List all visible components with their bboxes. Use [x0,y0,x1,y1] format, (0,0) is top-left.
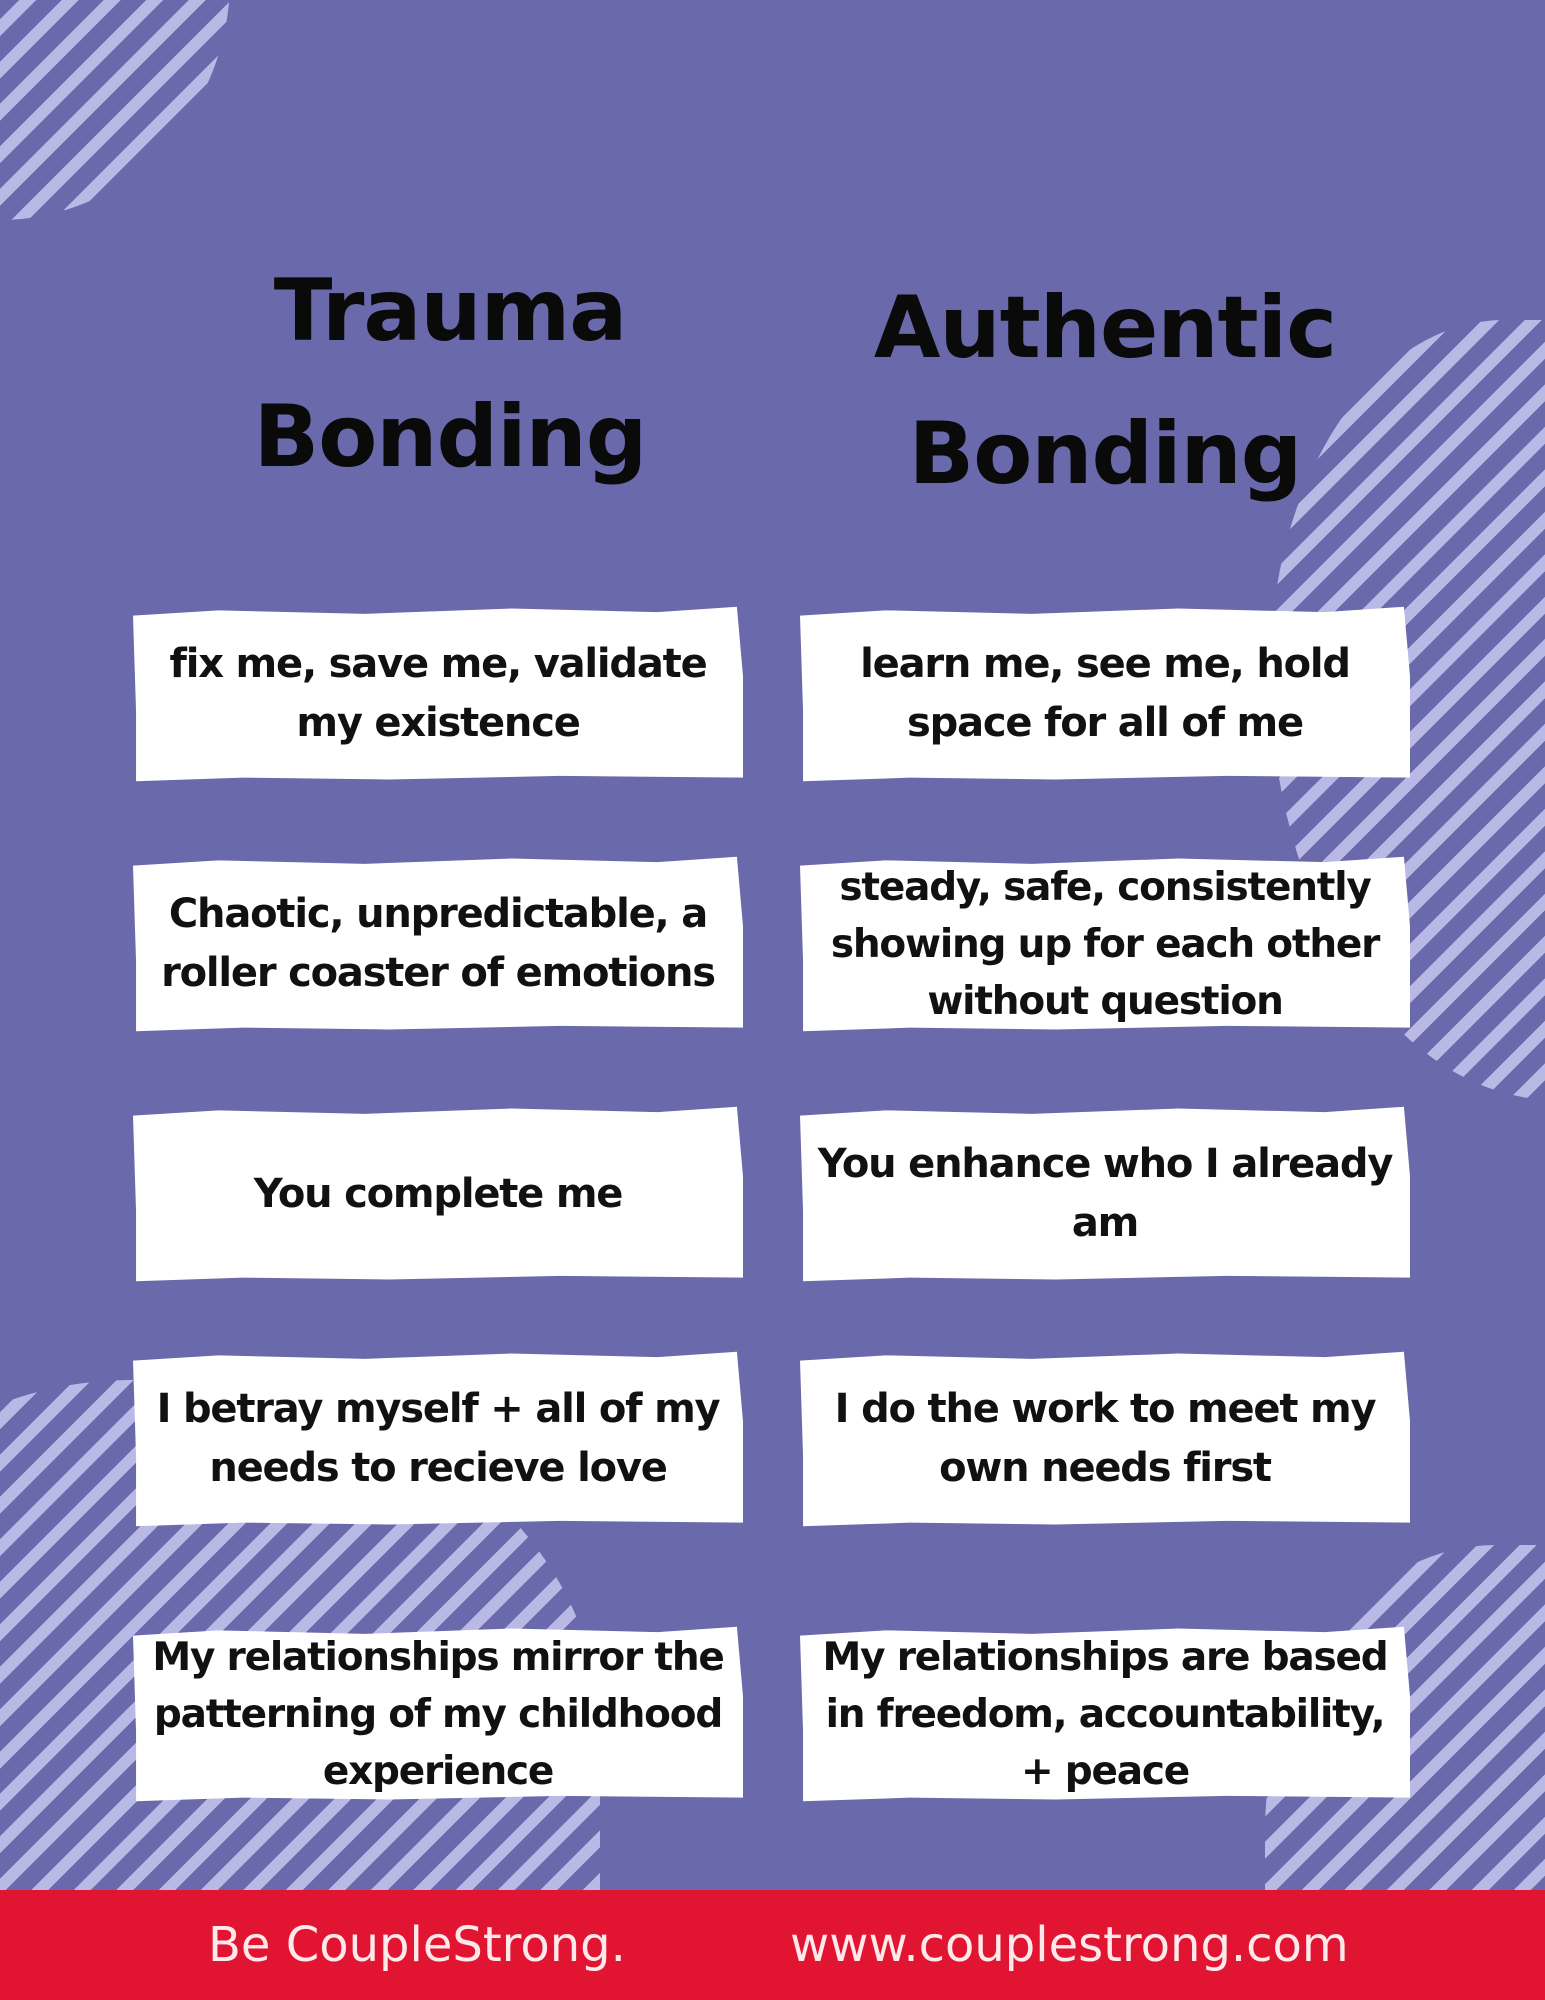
heading-line: Bonding [908,404,1303,504]
authentic-card: You enhance who I already am [800,1106,1410,1282]
footer-tagline: Be CoupleStrong. [208,1917,626,1973]
heading-line: Trauma [273,261,628,361]
card-text: I betray myself + all of my needs to rec… [156,1386,721,1491]
card-text: My relationships are based in freedom, a… [822,1634,1389,1794]
footer-banner: Be CoupleStrong. www.couplestrong.com [0,1890,1545,2000]
card-text: learn me, see me, hold space for all of … [860,641,1351,746]
footer-website-link[interactable]: www.couplestrong.com [790,1917,1349,1973]
trauma-card: I betray myself + all of my needs to rec… [133,1351,743,1527]
authentic-bonding-heading: Authentic Bonding [835,265,1375,517]
authentic-card: I do the work to meet my own needs first [800,1351,1410,1527]
heading-line: Bonding [253,387,648,487]
trauma-card: fix me, save me, validate my existence [133,606,743,782]
trauma-card: You complete me [133,1106,743,1282]
card-text: steady, safe, consistently showing up fo… [830,864,1381,1024]
card-text: I do the work to meet my own needs first [834,1386,1377,1491]
card-text: Chaotic, unpredictable, a roller coaster… [161,891,716,996]
card-text: You complete me [253,1170,624,1217]
trauma-card: Chaotic, unpredictable, a roller coaster… [133,856,743,1032]
trauma-bonding-heading: Trauma Bonding [180,248,720,500]
card-text: You enhance who I already am [817,1141,1394,1246]
trauma-card: My relationships mirror the patterning o… [133,1626,743,1802]
card-text: fix me, save me, validate my existence [169,641,708,746]
authentic-card: learn me, see me, hold space for all of … [800,606,1410,782]
authentic-card: steady, safe, consistently showing up fo… [800,856,1410,1032]
heading-line: Authentic [873,278,1337,378]
authentic-card: My relationships are based in freedom, a… [800,1626,1410,1802]
striped-decoration-top-left [0,0,230,220]
card-text: My relationships mirror the patterning o… [152,1634,725,1794]
